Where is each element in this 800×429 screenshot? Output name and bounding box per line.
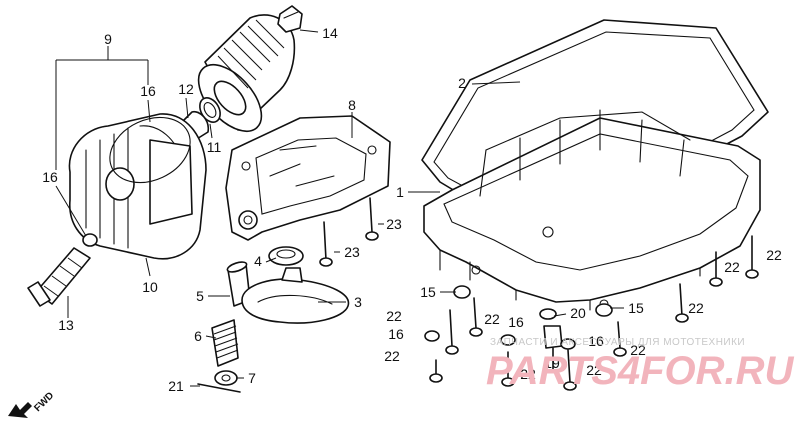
callout-15-b: 15 <box>628 300 644 316</box>
callout-13: 13 <box>58 317 74 333</box>
oil-strainer-3 <box>241 267 350 324</box>
callout-21: 21 <box>168 378 184 394</box>
watermark: ЗАПЧАСТИ И АКСЕССУАРЫ ДЛЯ МОТОТЕХНИКИ PA… <box>486 337 795 393</box>
oil-filter-cover <box>68 113 207 260</box>
callout-18: 16 <box>140 83 156 99</box>
leader-lines <box>55 29 624 387</box>
callout-17: 16 <box>42 169 58 185</box>
callout-9: 9 <box>104 31 112 47</box>
washer-20 <box>539 308 557 320</box>
oil-pass-plate-8 <box>225 115 391 241</box>
oil-filter-element <box>197 14 296 132</box>
filter-bolt-14 <box>277 5 303 33</box>
callout-16-a: 16 <box>388 326 404 342</box>
callout-14: 14 <box>322 25 338 41</box>
o-ring-11 <box>199 97 221 123</box>
callout-22-f: 22 <box>630 342 646 358</box>
bolts-22 <box>429 235 759 391</box>
callout-22-d: 22 <box>520 366 536 382</box>
callout-19: 19 <box>544 355 560 371</box>
callout-5: 5 <box>196 288 204 304</box>
callout-23-b: 23 <box>344 244 360 260</box>
callout-4: 4 <box>254 253 262 269</box>
callout-22-i: 22 <box>766 247 782 263</box>
o-ring-17 <box>82 233 98 247</box>
watermark-line: ЗАПЧАСТИ И АКСЕССУАРЫ ДЛЯ МОТОТЕХНИКИ <box>490 337 745 348</box>
callout-22-e: 22 <box>586 362 602 378</box>
callout-16-c: 16 <box>588 333 604 349</box>
callout-1: 1 <box>396 184 404 200</box>
callout-2: 2 <box>458 75 466 91</box>
callout-22-h: 22 <box>724 259 740 275</box>
callout-15-a: 15 <box>420 284 436 300</box>
callout-8: 8 <box>348 97 356 113</box>
callout-22-c: 22 <box>484 311 500 327</box>
callout-11: 11 <box>207 139 222 155</box>
spring-6 <box>211 319 239 367</box>
callout-3: 3 <box>354 294 362 310</box>
fwd-arrow-icon: FWD <box>8 390 56 418</box>
o-ring-18 <box>109 116 191 184</box>
callout-7: 7 <box>248 370 256 386</box>
callout-22-b: 22 <box>384 348 400 364</box>
callout-10: 10 <box>142 279 158 295</box>
fwd-label: FWD <box>32 390 56 414</box>
callout-labels: 9 16 12 11 14 8 2 1 16 10 13 23 23 4 5 3… <box>42 25 782 394</box>
pin-21 <box>197 383 241 393</box>
bolt-23-lower <box>319 221 333 267</box>
washers-16 <box>424 330 576 350</box>
callout-16-b: 16 <box>508 314 524 330</box>
callout-22-a: 22 <box>386 308 402 324</box>
callout-22-g: 22 <box>688 300 704 316</box>
callout-23-a: 23 <box>386 216 402 232</box>
seal-4 <box>268 246 304 266</box>
washer-7 <box>214 370 238 386</box>
callout-6: 6 <box>194 328 202 344</box>
watermark-logo: PARTS4FOR.RU <box>486 349 795 393</box>
callout-12: 12 <box>178 81 194 97</box>
clip-15-left <box>453 285 471 299</box>
strainer-13 <box>27 247 91 307</box>
callout-20: 20 <box>570 305 586 321</box>
clip-15-right <box>595 303 613 317</box>
bolt-23-upper <box>365 197 379 241</box>
